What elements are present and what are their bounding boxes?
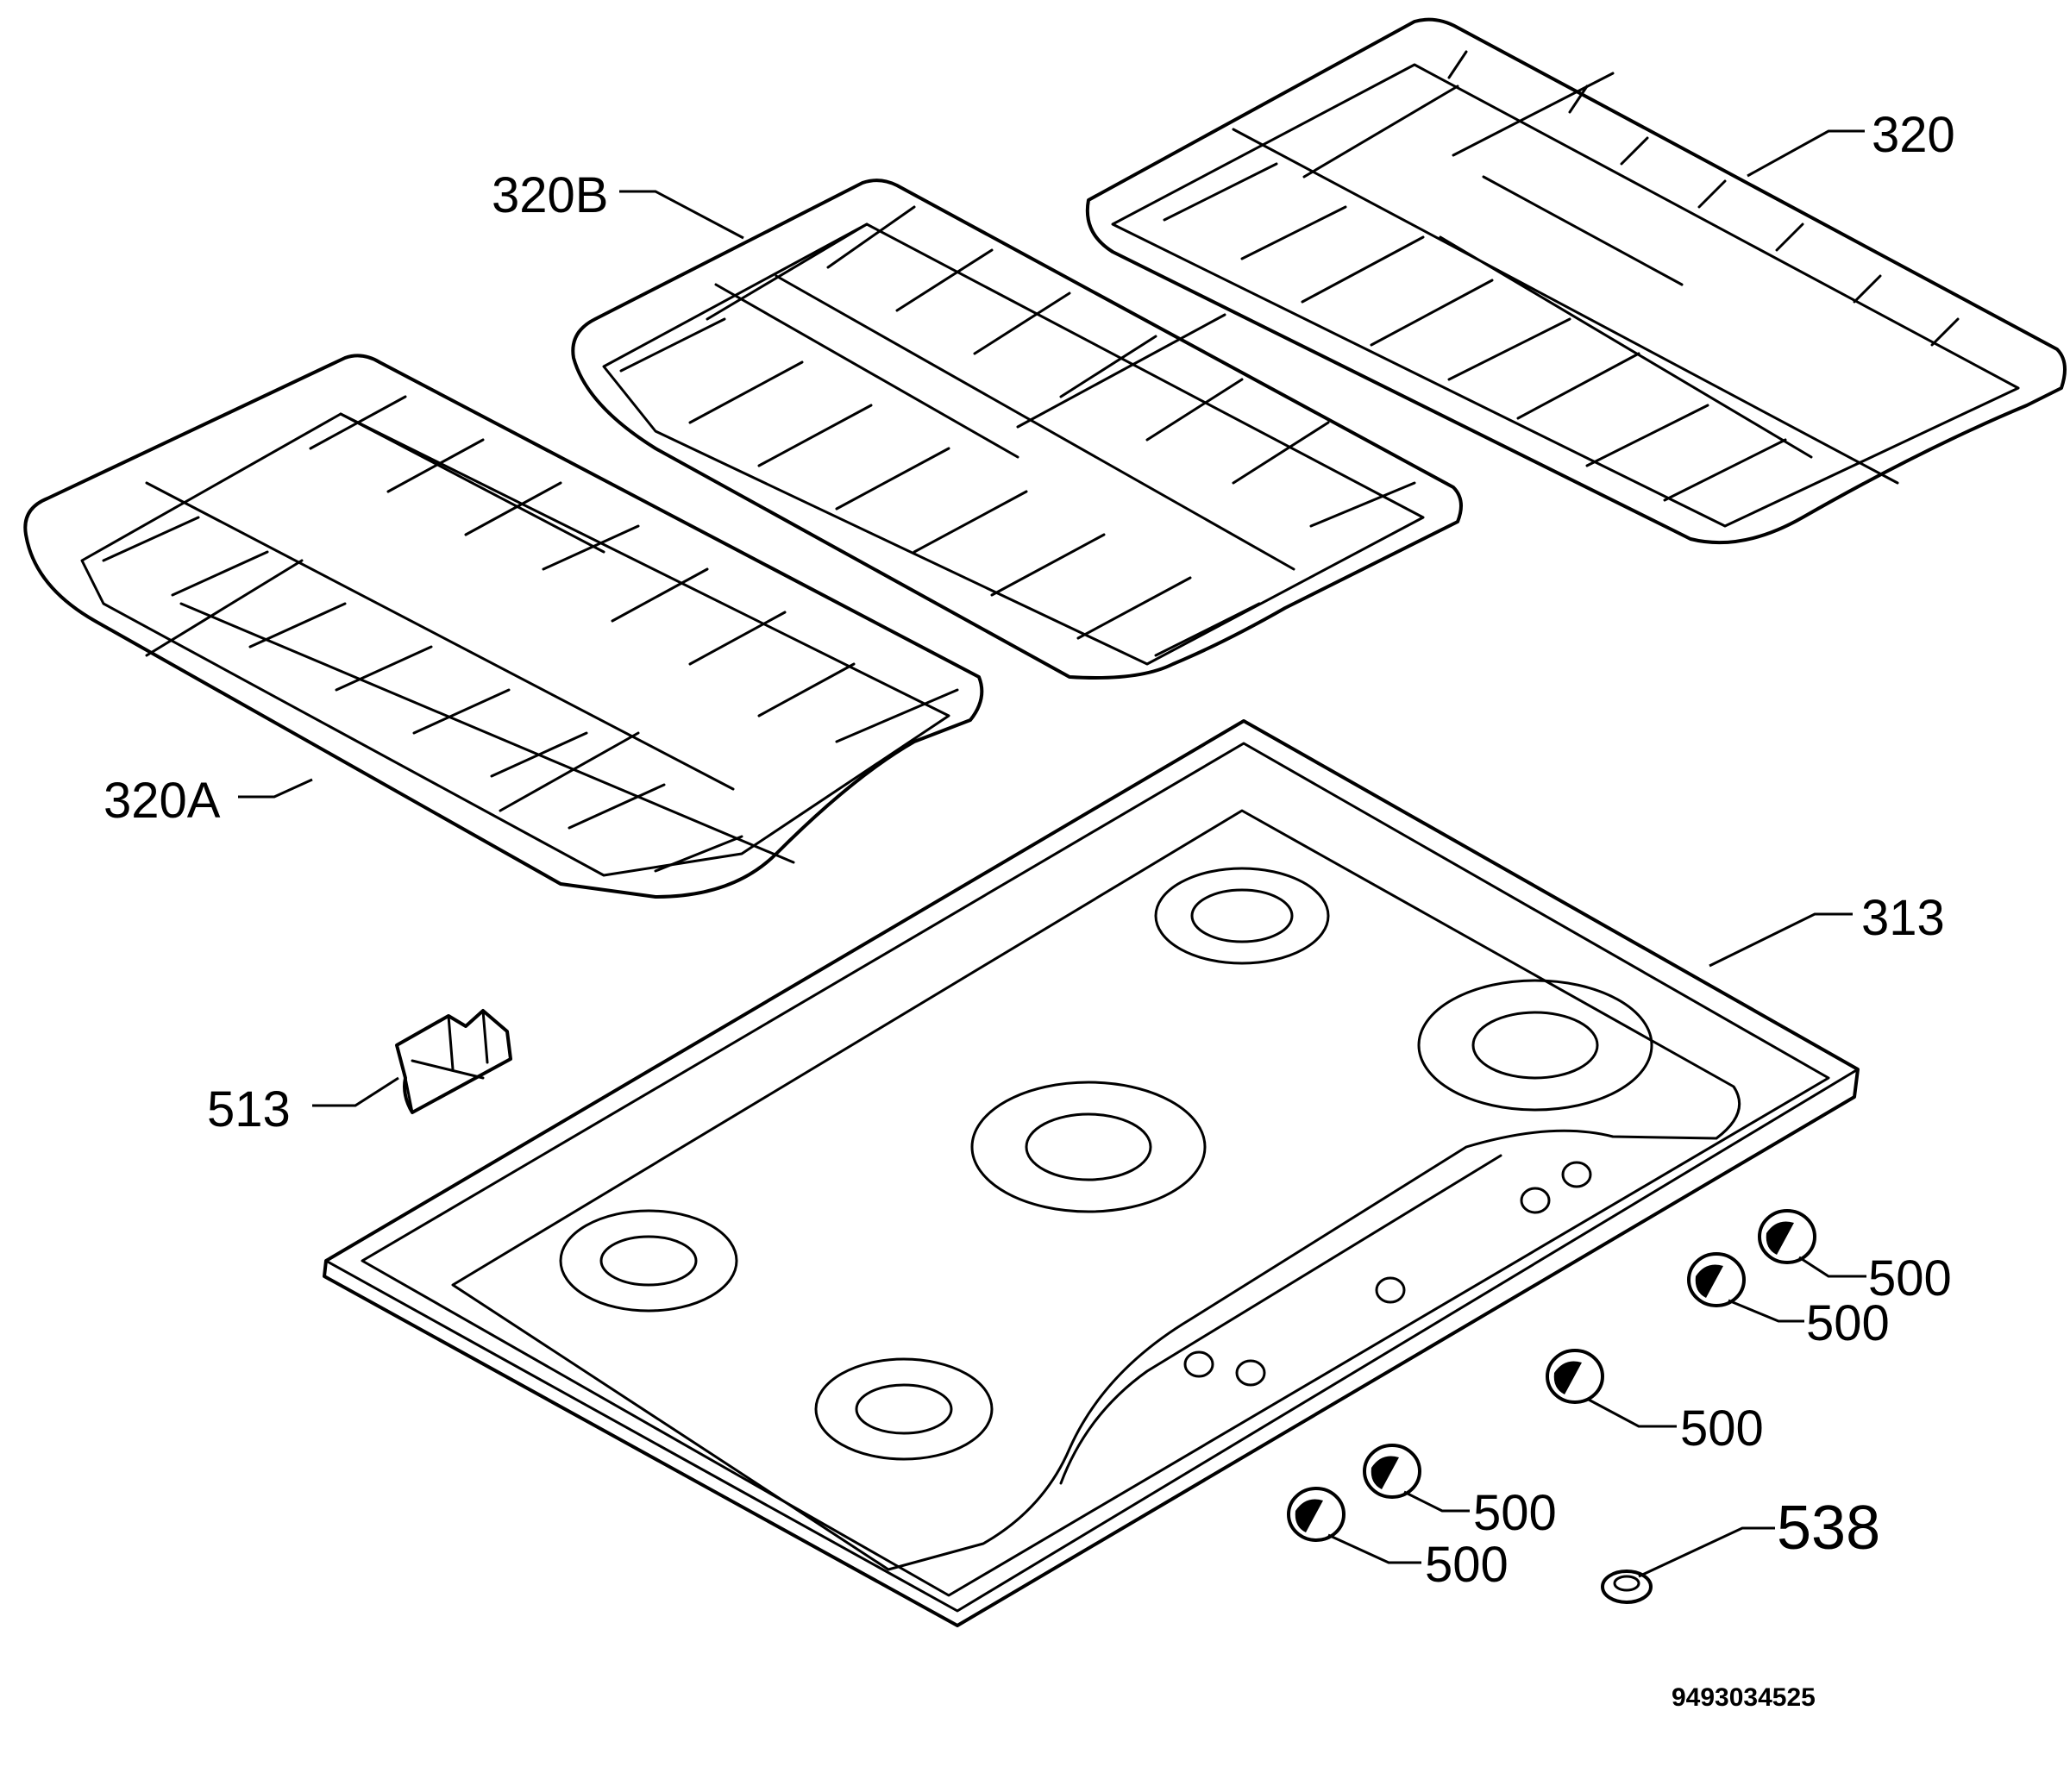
leader-320 bbox=[1747, 129, 1865, 178]
callout-320B: 320B bbox=[492, 167, 608, 223]
leader-lines bbox=[238, 129, 1866, 1578]
leader-513 bbox=[312, 1076, 399, 1107]
leader-500-5 bbox=[1327, 1533, 1421, 1564]
callout-500-3: 500 bbox=[1680, 1400, 1764, 1457]
knob-holes bbox=[1183, 1161, 1592, 1387]
callout-500-4: 500 bbox=[1473, 1485, 1557, 1541]
burner-rear-left bbox=[1154, 867, 1330, 965]
callout-320: 320 bbox=[1872, 107, 1955, 163]
leader-538 bbox=[1638, 1526, 1775, 1578]
bracket-513 bbox=[395, 1009, 512, 1114]
pan-support-320B bbox=[571, 179, 1463, 680]
pan-support-320A bbox=[23, 354, 984, 899]
knob bbox=[1287, 1487, 1346, 1542]
leader-320B bbox=[619, 190, 744, 240]
leader-500-3 bbox=[1586, 1397, 1677, 1428]
document-number: 9493034525 bbox=[1672, 1683, 1816, 1712]
leader-500-2 bbox=[1728, 1299, 1804, 1323]
callout-500-1: 500 bbox=[1868, 1250, 1952, 1306]
leader-320A bbox=[238, 778, 313, 799]
knob bbox=[1546, 1349, 1604, 1404]
callout-313: 313 bbox=[1861, 890, 1945, 946]
callout-320A: 320A bbox=[104, 773, 221, 829]
callout-labels: 320 320B 320A 313 513 500 500 500 500 50… bbox=[104, 107, 1955, 1712]
callout-513: 513 bbox=[207, 1081, 291, 1137]
callout-500-5: 500 bbox=[1425, 1537, 1509, 1593]
pan-support-320 bbox=[1085, 17, 2067, 545]
leader-500-4 bbox=[1403, 1490, 1470, 1513]
burner-rear-right bbox=[1417, 979, 1653, 1112]
leader-313 bbox=[1709, 912, 1853, 968]
burner-centre bbox=[970, 1081, 1207, 1213]
knob bbox=[1687, 1252, 1746, 1307]
hob-top-313 bbox=[323, 719, 1860, 1627]
knob bbox=[1363, 1444, 1421, 1499]
callout-538: 538 bbox=[1777, 1494, 1880, 1563]
burner-front-left bbox=[559, 1209, 738, 1313]
burner-front-right bbox=[814, 1357, 994, 1461]
cap-538 bbox=[1601, 1570, 1653, 1604]
control-knobs-500 bbox=[1287, 1209, 1816, 1542]
callout-500-2: 500 bbox=[1806, 1295, 1890, 1351]
knob bbox=[1758, 1209, 1816, 1264]
leader-500-1 bbox=[1798, 1256, 1866, 1278]
